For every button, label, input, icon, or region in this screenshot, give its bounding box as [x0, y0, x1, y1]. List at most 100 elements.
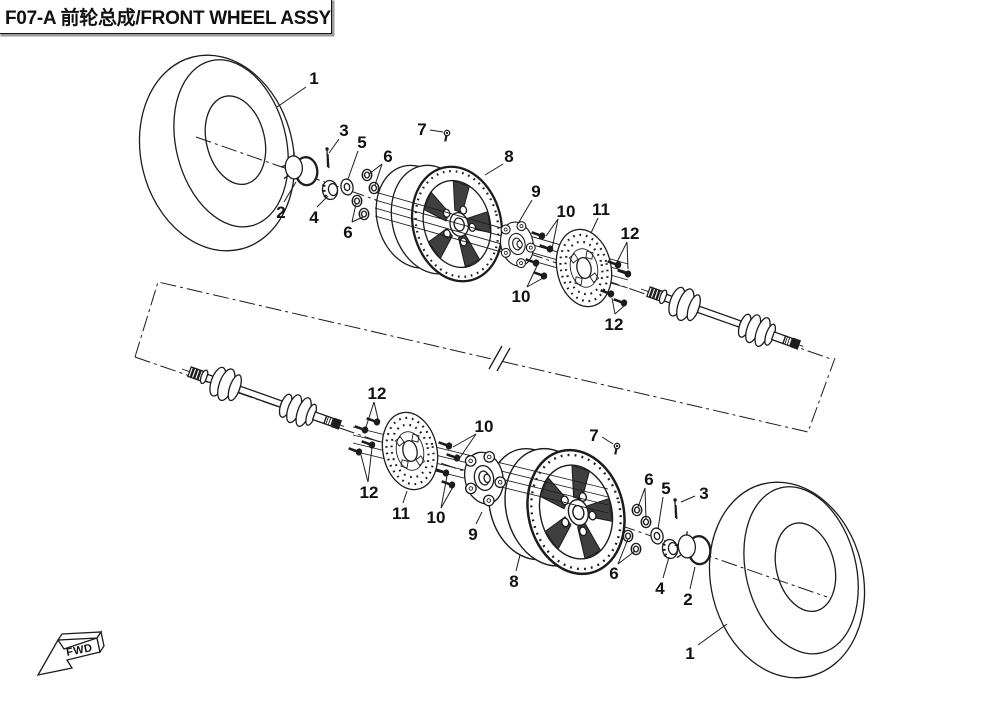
callout-12-upper-b-leader — [611, 297, 616, 315]
callout-2-lower-leader — [689, 566, 696, 590]
title-block: F07-A 前轮总成/FRONT WHEEL ASSY — [0, 0, 332, 34]
cotter-pin-lower — [671, 497, 679, 520]
callout-12-lower-a: 12 — [368, 384, 387, 403]
callout-7-upper-leader — [429, 129, 444, 133]
callout-10-lower-a-leader — [458, 433, 477, 460]
callout-3-lower: 3 — [699, 484, 708, 503]
callout-8-upper-leader — [484, 163, 504, 176]
callout-2-upper: 2 — [276, 203, 285, 222]
callout-12-upper-b: 12 — [605, 315, 624, 334]
castle-nut-upper — [320, 178, 340, 202]
callout-2-lower: 2 — [683, 590, 692, 609]
callout-7-lower-leader — [601, 436, 614, 445]
callout-6-upper-a-leader — [368, 163, 383, 175]
callout-12-lower-b-leader — [367, 447, 373, 483]
callout-6-upper-b-leader — [351, 203, 357, 223]
callout-10-lower-b-leader — [440, 475, 448, 509]
callout-1-lower-leader — [697, 623, 728, 646]
callout-7-lower: 7 — [589, 426, 598, 445]
callout-6-lower-b: 6 — [609, 564, 618, 583]
flange-nuts-upper — [351, 168, 380, 221]
callout-12-upper-a: 12 — [621, 224, 640, 243]
callout-10-upper-b: 10 — [512, 287, 531, 306]
callout-12-upper-a-leader — [626, 241, 629, 270]
cv-axle-lower — [175, 352, 351, 444]
callout-11-lower: 11 — [392, 504, 410, 523]
callout-9-upper-leader — [518, 199, 533, 223]
disc-bolts-lower — [346, 413, 383, 458]
callout-10-upper-b-leader — [526, 276, 546, 288]
callout-9-upper: 9 — [531, 182, 540, 201]
callout-10-upper-a-leader — [545, 218, 559, 237]
cotter-pin-upper — [323, 146, 331, 169]
callout-4-lower: 4 — [655, 579, 665, 598]
castle-nut-lower — [660, 537, 680, 561]
callout-2-upper-leader — [283, 181, 297, 203]
callout-8-lower: 8 — [509, 572, 518, 591]
callout-6-upper-b-leader — [351, 216, 364, 223]
callout-3-lower-leader — [680, 495, 696, 503]
callout-12-lower-b: 12 — [360, 483, 379, 502]
callout-10-upper-b-leader — [526, 265, 538, 288]
callout-12-lower-a-leader — [365, 401, 375, 428]
section-boundary — [134, 281, 836, 433]
callout-10-upper-a-leader — [551, 218, 559, 250]
brake-disc-lower — [374, 406, 446, 496]
callout-12-lower-b-leader — [360, 454, 369, 483]
callout-11-lower-leader — [402, 490, 408, 504]
callout-6-lower-a: 6 — [644, 470, 653, 489]
callout-6-upper-a-leader — [374, 163, 383, 186]
fwd-label: FWD — [65, 642, 93, 659]
callout-10-lower-b: 10 — [427, 508, 446, 527]
callout-5-upper-leader — [347, 150, 359, 180]
callout-8-upper: 8 — [504, 147, 513, 166]
flange-nuts-lower — [622, 503, 652, 556]
callout-6-upper-a: 6 — [383, 147, 392, 166]
callout-10-lower-a-leader — [452, 433, 477, 448]
callout-6-lower-a-leader — [637, 487, 646, 508]
callout-3-upper: 3 — [339, 121, 348, 140]
callout-5-lower: 5 — [661, 479, 670, 498]
wheel-hub-upper — [495, 218, 540, 272]
page-title: F07-A 前轮总成/FRONT WHEEL ASSY — [5, 7, 331, 29]
callout-11-upper-leader — [590, 217, 599, 234]
callout-4-lower-leader — [662, 556, 670, 579]
callout-7-upper: 7 — [417, 120, 426, 139]
hub-cap-lower — [672, 527, 713, 568]
callout-1-lower: 1 — [685, 644, 694, 663]
callout-11-upper: 11 — [592, 200, 610, 219]
callout-8-lower-leader — [515, 554, 521, 572]
callout-12-upper-a-leader — [615, 241, 628, 265]
valve-stem-lower — [612, 441, 623, 456]
callout-6-upper-b: 6 — [343, 223, 352, 242]
callout-6-lower-b-leader — [617, 538, 629, 565]
wheel-rim-upper — [364, 145, 515, 301]
tire-upper — [118, 37, 316, 269]
callout-10-lower-b-leader — [440, 486, 454, 509]
washer-upper — [338, 177, 356, 197]
callout-12-upper-b-leader — [614, 305, 625, 315]
callout-9-lower: 9 — [468, 525, 477, 544]
callout-1-upper-leader — [276, 86, 307, 108]
fwd-arrow-icon: FWD — [36, 630, 105, 676]
washer-lower — [648, 526, 666, 546]
callout-9-lower-leader — [475, 511, 483, 525]
callout-5-lower-leader — [657, 496, 664, 530]
callout-12-lower-a-leader — [373, 401, 379, 420]
brake-disc-upper — [548, 223, 620, 313]
callout-5-upper: 5 — [357, 133, 366, 152]
callout-3-upper-leader — [328, 138, 340, 154]
cv-axle-upper — [634, 272, 810, 364]
valve-stem-upper — [442, 128, 453, 143]
callout-6-lower-a-leader — [644, 487, 647, 520]
break-mark — [488, 345, 511, 372]
callout-4-upper-leader — [316, 195, 329, 208]
callout-10-lower-a: 10 — [475, 417, 494, 436]
callout-1-upper: 1 — [309, 69, 318, 88]
callout-4-upper: 4 — [309, 208, 319, 227]
callout-10-upper-a: 10 — [557, 202, 576, 221]
tire-lower — [688, 464, 886, 696]
